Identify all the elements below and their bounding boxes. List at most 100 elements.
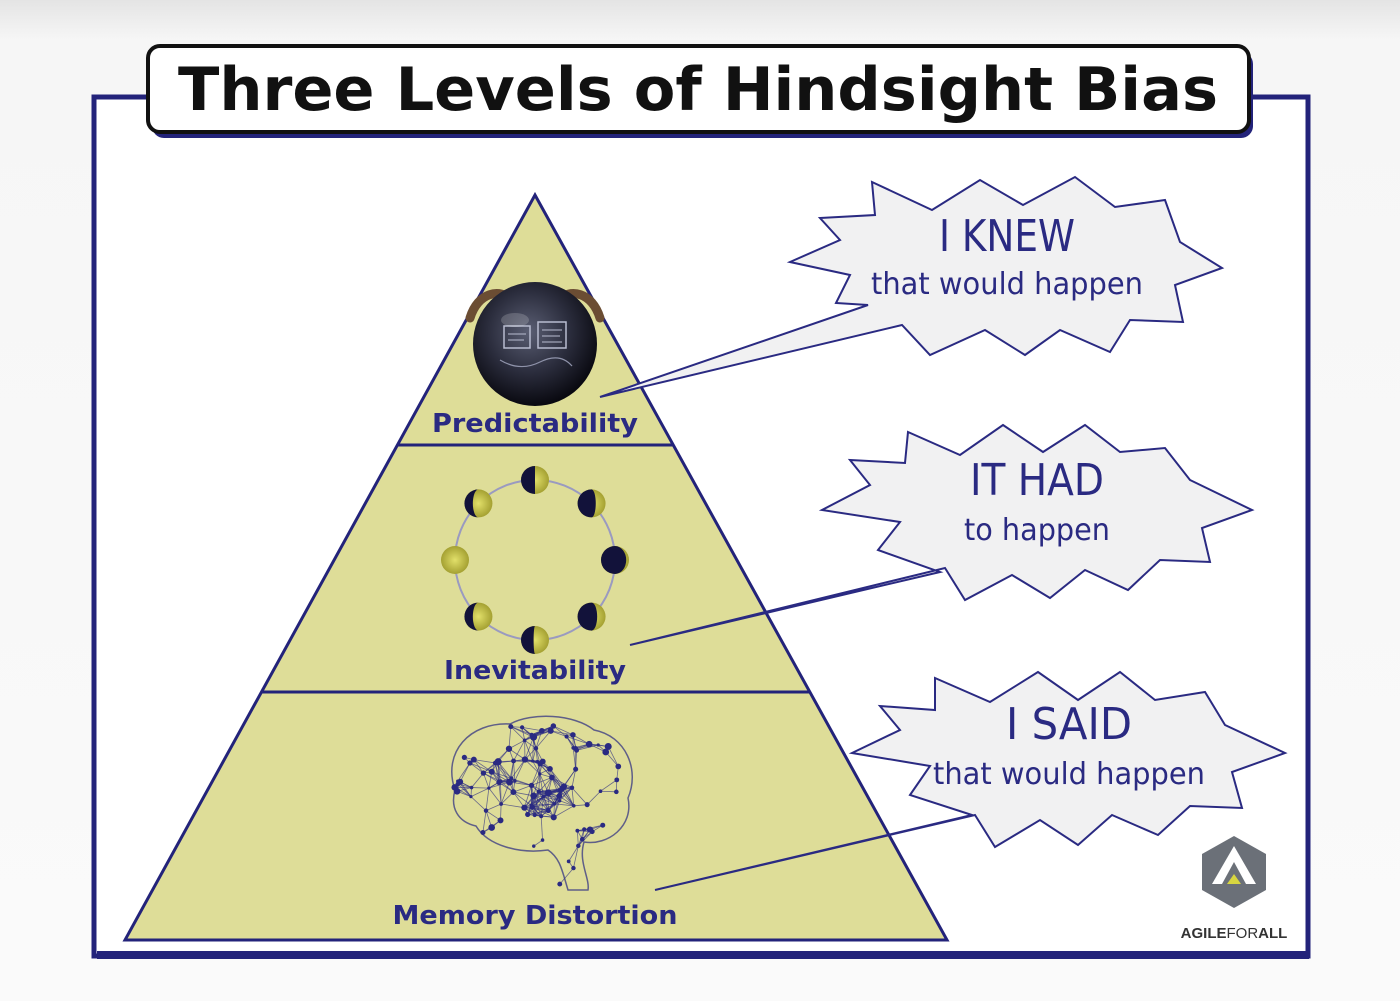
brain-link: [524, 759, 541, 775]
brain-link: [459, 762, 471, 782]
brain-link: [522, 726, 542, 732]
brain-link: [539, 773, 544, 797]
brain-link: [509, 781, 532, 786]
brain-node: [497, 817, 504, 824]
brain-node: [537, 761, 543, 767]
brain-link: [563, 768, 576, 787]
brain-node: [488, 768, 495, 775]
brain-link: [553, 805, 574, 818]
brain-link: [533, 795, 549, 811]
brain-node: [550, 723, 557, 729]
brain-link: [566, 736, 590, 745]
brain-node: [538, 772, 542, 776]
bubble-1-shape: [599, 175, 1225, 398]
brain-link: [531, 763, 541, 786]
frame-shadow-edge: [97, 951, 1309, 959]
brain-link: [524, 807, 549, 811]
bubble-3-headline: I SAID: [1006, 699, 1132, 750]
brain-link: [469, 762, 492, 773]
brain-link: [500, 781, 502, 805]
brain-node: [509, 776, 514, 781]
brain-link: [538, 791, 549, 811]
brain-link: [572, 747, 577, 770]
brain-node: [571, 865, 576, 871]
brain-link: [524, 737, 534, 760]
brain-node: [488, 824, 496, 831]
brain-link: [554, 803, 574, 807]
brain-node: [566, 859, 571, 864]
brain-link: [531, 777, 553, 786]
brain-link: [511, 759, 526, 779]
brain-node: [451, 784, 458, 791]
brain-node: [492, 760, 498, 766]
brain-node: [564, 734, 569, 739]
brain-node: [511, 758, 517, 764]
brain-link: [553, 725, 574, 736]
brain-link: [485, 803, 502, 812]
brain-link: [549, 768, 565, 787]
brain-node: [580, 836, 585, 842]
brain-node: [480, 770, 487, 776]
brain-link: [538, 791, 560, 802]
brain-link: [571, 769, 577, 788]
brain-link: [551, 777, 560, 797]
brain-node: [540, 838, 545, 842]
brain-node: [547, 727, 554, 734]
brain-link: [483, 772, 490, 789]
speech-bubble-i-said: I SAID that would happen: [654, 670, 1288, 891]
brain-link: [568, 845, 579, 862]
brain-link: [607, 746, 619, 767]
brain-link: [578, 831, 593, 847]
brain-link: [543, 796, 555, 805]
brain-link: [471, 772, 484, 788]
brain-link: [485, 788, 490, 811]
bubble-3-subtext: that would happen: [933, 757, 1205, 792]
bubble-1-subtext: that would happen: [871, 267, 1143, 302]
brain-node: [600, 822, 606, 828]
brain-node: [480, 829, 486, 835]
bubble-2-subtext: to happen: [964, 513, 1110, 548]
brain-node: [556, 793, 563, 799]
brain-link: [513, 784, 532, 793]
title-box: Three Levels of Hindsight Bias: [146, 44, 1253, 138]
brain-link: [508, 726, 512, 749]
brain-node: [571, 746, 575, 750]
brain-link: [571, 787, 575, 806]
brain-link: [563, 786, 575, 806]
brain-link: [500, 781, 510, 805]
brain-link: [534, 791, 540, 816]
crystal-ball-icon: [465, 282, 605, 406]
brain-node: [547, 766, 553, 772]
level-label-predictability: Predictability: [432, 409, 638, 439]
brain-node: [572, 804, 576, 808]
brain-link: [559, 800, 574, 807]
brain-node: [573, 766, 579, 772]
brain-node: [557, 799, 562, 803]
level-label-inevitability: Inevitability: [444, 656, 626, 686]
brain-node: [529, 803, 533, 807]
moon-phase-shadow: [464, 602, 479, 631]
brain-link: [561, 788, 575, 807]
brain-node: [584, 802, 590, 808]
brain-link: [535, 748, 541, 765]
brain-link: [497, 761, 510, 783]
level-memory-distortion: Memory Distortion: [393, 715, 678, 931]
brain-node: [596, 743, 600, 747]
brain-node: [535, 759, 540, 764]
brain-link: [553, 725, 567, 737]
brain-link: [559, 867, 574, 885]
brain-node: [483, 808, 489, 813]
brain-node: [549, 774, 555, 781]
brain-node: [574, 747, 580, 753]
brain-link: [534, 796, 544, 816]
brain-link: [534, 814, 554, 818]
brain-node: [461, 754, 467, 760]
brain-link: [543, 796, 560, 802]
page-title: Three Levels of Hindsight Bias: [178, 55, 1218, 125]
brain-link: [551, 777, 573, 789]
brain-link: [494, 762, 510, 783]
brain-link: [470, 796, 487, 811]
brain-link: [533, 839, 543, 847]
brain-network-icon: [451, 715, 633, 891]
brain-node: [508, 724, 514, 730]
